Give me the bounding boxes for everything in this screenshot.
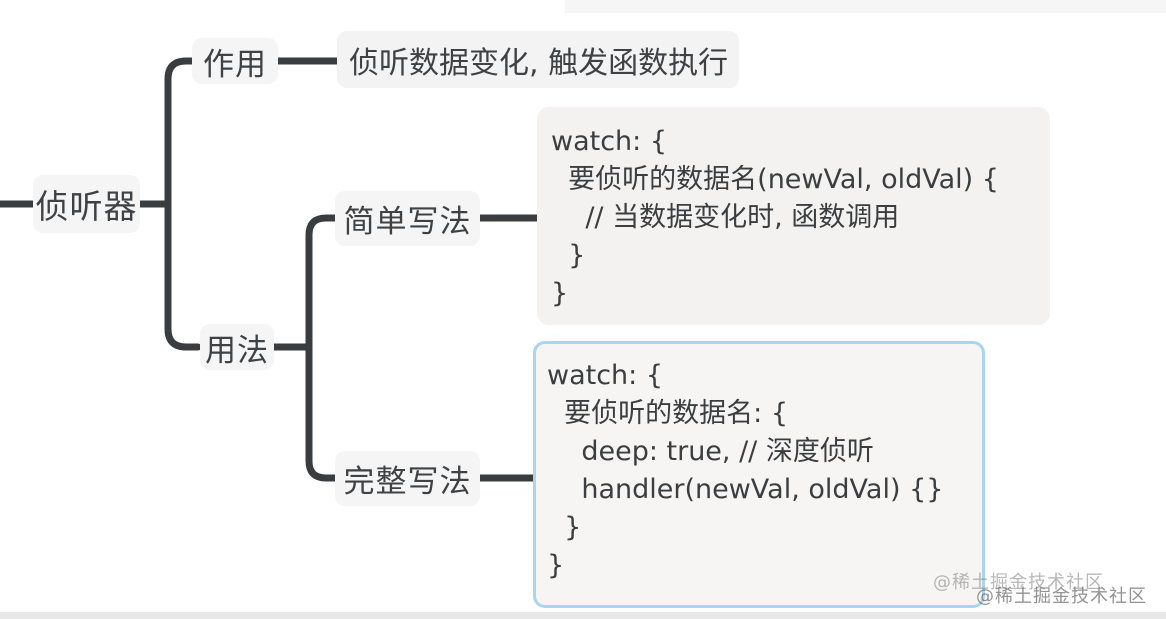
node-purpose[interactable]: 作用 [192, 38, 278, 84]
bracket-root-children [164, 57, 202, 351]
watermark-juejin: @稀土掘金技术社区 [976, 586, 1147, 607]
code-block-full-syntax-selected[interactable]: watch: { 要侦听的数据名: { deep: true, // 深度侦听 … [533, 341, 985, 608]
node-usage[interactable]: 用法 [200, 324, 274, 370]
node-root-listener[interactable]: 侦听器 [33, 175, 140, 233]
node-simple-syntax[interactable]: 简单写法 [335, 191, 480, 246]
node-purpose-note[interactable]: 侦听数据变化, 触发函数执行 [337, 31, 739, 88]
node-full-syntax[interactable]: 完整写法 [335, 451, 480, 506]
bottom-edge-bar [0, 612, 1166, 619]
top-edge-bar [565, 0, 1166, 13]
code-block-simple-syntax[interactable]: watch: { 要侦听的数据名(newVal, oldVal) { // 当数… [537, 107, 1050, 325]
bracket-yongfa-children [305, 214, 341, 482]
